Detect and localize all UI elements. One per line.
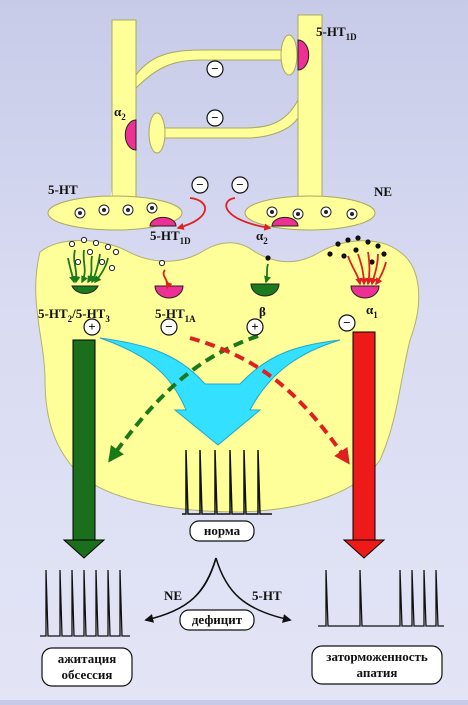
svg-text:норма: норма <box>204 523 241 538</box>
deficit-box: дефицит <box>179 609 255 631</box>
inhibition-sign: − <box>191 176 209 194</box>
inhibition-sign: − <box>206 60 224 78</box>
excitation-sign: + <box>83 318 101 336</box>
label-5ht-bottom: 5-HT <box>252 588 282 603</box>
svg-text:−: − <box>343 315 350 330</box>
inhibition-sign: − <box>231 176 249 194</box>
serotonin-release-arrows <box>67 249 109 284</box>
label-ne-bottom: NE <box>164 588 182 603</box>
norepinephrine-neuron <box>244 14 376 231</box>
norepinephrine-release-arrows <box>347 251 387 286</box>
excitatory-dashed-arrow <box>108 334 259 463</box>
norm-box: норма <box>189 520 255 542</box>
apathy-output-arrow <box>342 331 386 559</box>
label-alpha1: α1 <box>366 302 378 320</box>
inhibition-sign: − <box>338 314 356 332</box>
receptor-5ht2-5ht3 <box>71 285 99 294</box>
agitation-output-arrow <box>62 339 106 559</box>
label-alpha2-left: α2 <box>114 104 126 122</box>
apathy-box: заторможенность апатия <box>311 645 443 685</box>
agitation-box: ажитация обсессия <box>41 647 133 687</box>
label-5ht1a: 5-HT1A <box>155 306 196 324</box>
label-ne-top: NE <box>374 184 392 199</box>
svg-text:апатия: апатия <box>357 665 398 680</box>
serotonin-neuron <box>47 19 183 231</box>
inhibition-sign: − <box>160 318 178 336</box>
label-5ht1d-mid: 5-HT1D <box>150 228 191 246</box>
svg-text:обсессия: обсессия <box>62 667 113 682</box>
svg-text:заторможенность: заторможенность <box>326 649 428 664</box>
svg-text:−: − <box>211 61 218 76</box>
label-alpha2-mid: α2 <box>256 228 268 246</box>
receptor-5ht1d-terminal <box>149 216 177 227</box>
collateral-ending <box>280 34 298 76</box>
svg-text:−: − <box>165 319 172 334</box>
receptor-5ht1d-top <box>297 39 310 71</box>
svg-text:−: − <box>236 177 243 192</box>
svg-text:−: − <box>196 177 203 192</box>
label-5ht2-5ht3: 5-HT2/5-HT3 <box>38 306 110 324</box>
svg-text:+: + <box>251 319 258 334</box>
receptor-alpha2-terminal <box>271 216 299 227</box>
label-5ht: 5-HT <box>48 182 78 197</box>
receptor-alpha1 <box>350 285 380 299</box>
inhibitory-dashed-arrow <box>189 336 350 465</box>
receptor-5ht1a <box>154 285 184 299</box>
svg-text:дефицит: дефицит <box>192 612 243 627</box>
receptor-alpha2-left <box>124 119 137 151</box>
norepinephrine-molecules <box>265 235 387 265</box>
apathy-spike-train <box>318 569 444 627</box>
receptor-beta <box>250 283 280 297</box>
excitation-sign: + <box>246 318 264 336</box>
label-5ht1d-top: 5-HT1D <box>316 24 357 42</box>
inhibition-sign: − <box>206 109 224 127</box>
svg-text:+: + <box>88 319 95 334</box>
svg-text:−: − <box>211 110 218 125</box>
collateral-ending <box>148 112 166 154</box>
agitation-spike-train <box>40 569 130 637</box>
norepinephrine-collateral <box>159 99 299 139</box>
svg-text:ажитация: ажитация <box>58 651 116 666</box>
postsynaptic-neuron <box>35 240 420 513</box>
autoreceptor-feedback-arrows <box>176 197 272 231</box>
label-beta: β <box>259 304 266 319</box>
serotonin-molecules <box>68 236 166 272</box>
normal-spike-train <box>182 449 272 515</box>
